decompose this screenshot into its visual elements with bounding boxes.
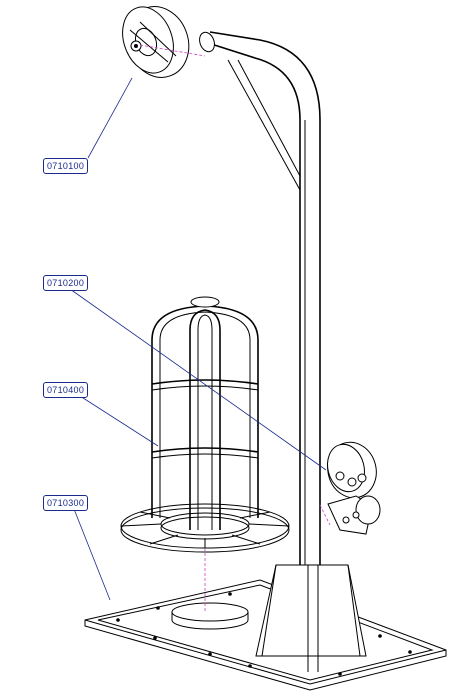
label-0710200[interactable]: 0710200 [43, 275, 89, 291]
label-0710400[interactable]: 0710400 [43, 382, 89, 398]
label-0710300[interactable]: 0710300 [43, 495, 89, 511]
top-center-line [139, 44, 206, 57]
post-foot [255, 564, 367, 672]
basket-cage [120, 296, 290, 553]
mid-pulley-bracket [327, 441, 381, 535]
leader-0710400 [79, 395, 159, 447]
top-pulley [122, 6, 190, 78]
leader-0710300 [73, 508, 111, 601]
leader-0710200 [69, 288, 327, 471]
base-weight [171, 602, 249, 630]
label-0710100[interactable]: 0710100 [43, 158, 89, 174]
leader-0710100 [87, 77, 133, 159]
support-post [199, 31, 321, 565]
mid-center-line [319, 504, 331, 526]
